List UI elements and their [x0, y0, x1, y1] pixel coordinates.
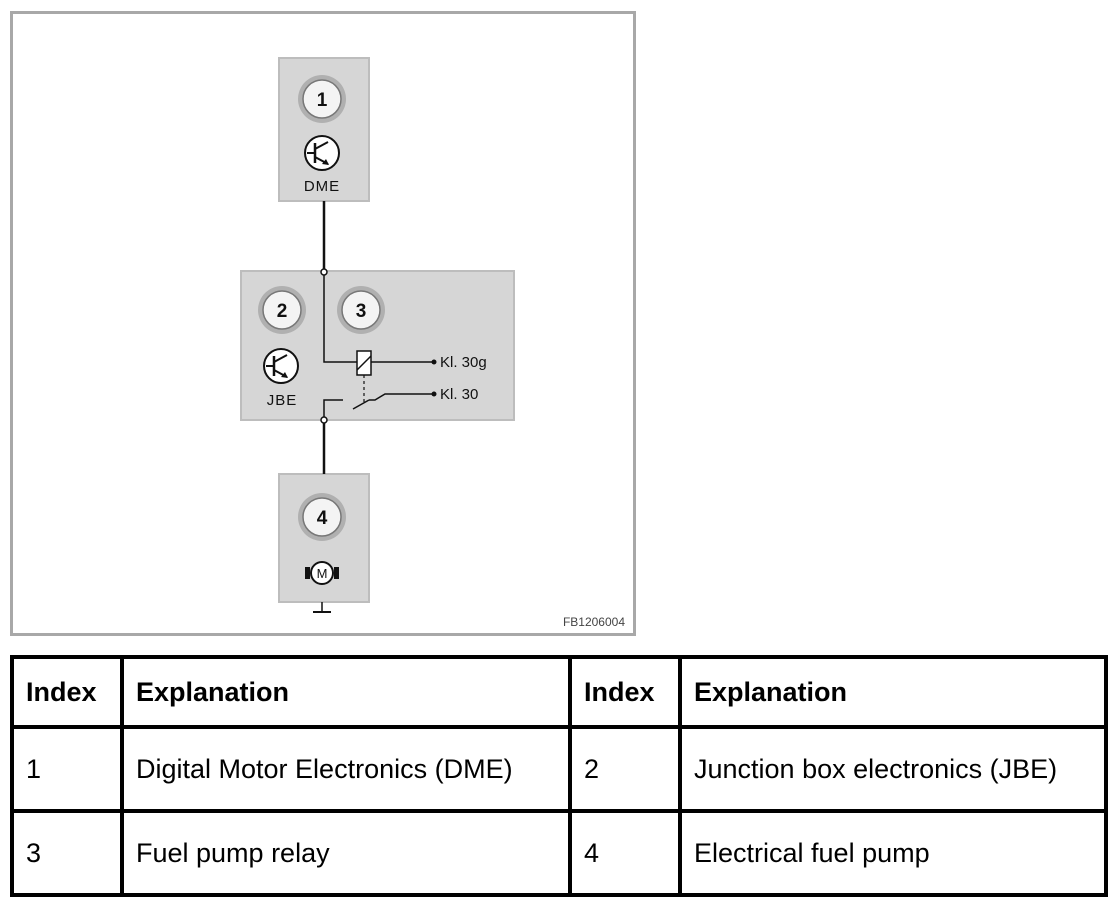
motor-icon: M: [305, 561, 339, 585]
table-cell-index: 4: [568, 809, 682, 897]
header-explanation: Explanation: [678, 655, 1108, 729]
index-badge-3: 3: [337, 286, 385, 334]
figure-code: FB1206004: [563, 615, 625, 629]
table-cell-index: 3: [10, 809, 124, 897]
svg-text:1: 1: [317, 90, 328, 111]
index-badge-4: 4: [298, 493, 346, 541]
transistor-icon: [304, 135, 340, 171]
junction-node: [320, 268, 328, 276]
terminal-label-kl30g: Kl. 30g: [440, 354, 487, 371]
table-row: 1 Digital Motor Electronics (DME) 2 Junc…: [10, 725, 1108, 813]
wire: [323, 275, 357, 363]
svg-text:4: 4: [317, 508, 328, 529]
table-cell-explanation: Junction box electronics (JBE): [678, 725, 1108, 813]
terminal-dot: [431, 359, 437, 365]
header-index: Index: [10, 655, 124, 729]
terminal-dot: [431, 391, 437, 397]
svg-text:3: 3: [356, 301, 367, 322]
jbe-label: JBE: [267, 392, 298, 409]
relay-coil-icon: [356, 350, 372, 376]
header-index: Index: [568, 655, 682, 729]
ground-icon: [313, 602, 331, 613]
table-cell-explanation: Fuel pump relay: [120, 809, 572, 897]
header-explanation: Explanation: [120, 655, 572, 729]
table-cell-explanation: Electrical fuel pump: [678, 809, 1108, 897]
wiring-diagram: 1 DME 2 3 JB: [10, 11, 636, 636]
table-cell-index: 1: [10, 725, 124, 813]
legend-table: Index Explanation Index Explanation 1 Di…: [10, 655, 1108, 897]
junction-node: [320, 416, 328, 424]
svg-text:2: 2: [277, 301, 288, 322]
table-cell-index: 2: [568, 725, 682, 813]
table-row: 3 Fuel pump relay 4 Electrical fuel pump: [10, 809, 1108, 897]
circuit-svg: 1 DME 2 3 JB: [240, 57, 625, 629]
transistor-icon: [263, 348, 299, 384]
svg-text:M: M: [317, 566, 328, 581]
table-header-row: Index Explanation Index Explanation: [10, 655, 1108, 729]
index-badge-2: 2: [258, 286, 306, 334]
relay-switch-icon: [323, 393, 433, 417]
terminal-label-kl30: Kl. 30: [440, 386, 478, 403]
table-cell-explanation: Digital Motor Electronics (DME): [120, 725, 572, 813]
dme-label: DME: [304, 178, 340, 195]
index-badge-1: 1: [298, 75, 346, 123]
